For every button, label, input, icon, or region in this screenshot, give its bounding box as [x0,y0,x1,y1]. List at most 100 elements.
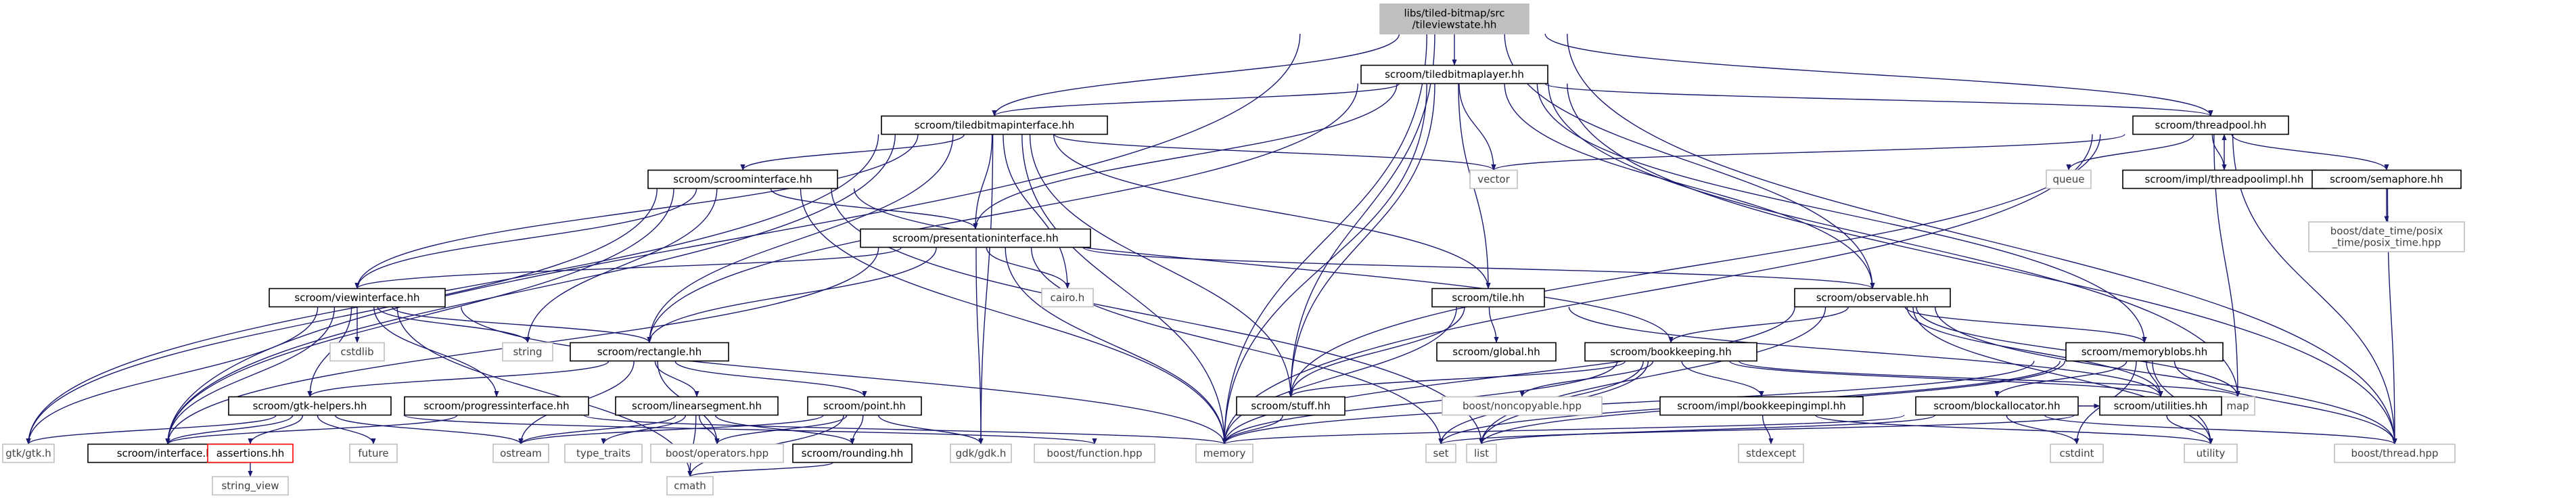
node-cstdint: cstdint [2050,443,2104,463]
edge-line [986,247,1070,289]
node-box [2,443,55,463]
node-box [2308,221,2465,252]
edge-line [1021,134,1227,445]
node-box [1034,443,1155,463]
node-vector: vector [1469,169,1518,189]
node-round[interactable]: scroom/rounding.hh [792,443,913,463]
edge-tbl-to-pi [973,83,1398,229]
node-box [1466,443,1497,463]
node-tbl[interactable]: scroom/tiledbitmaplayer.hh [1360,64,1548,85]
node-label: type_traits [576,447,630,460]
node-rect[interactable]: scroom/rectangle.hh [570,342,729,362]
node-label: scroom/scroominterface.hh [673,173,812,185]
node-box [329,342,385,362]
edge-pi-to-set [1030,247,1444,445]
node-label: scroom/rounding.hh [802,447,903,459]
edge-si-to-vi [354,188,697,289]
node-tbi[interactable]: scroom/tiledbitmapinterface.hh [881,115,1108,135]
edge-tbi-to-iface [165,134,896,445]
edge-tbl-to-tbi [992,83,1400,117]
node-cairo: cairo.h [1041,288,1094,308]
node-tile[interactable]: scroom/tile.hh [1431,288,1545,308]
node-gtkh[interactable]: scroom/gtk-helpers.hh [228,396,392,416]
edge-obs-to-util [1906,306,2163,397]
node-label: scroom/semaphore.hh [2330,173,2443,185]
edge-line [850,415,864,445]
edge-line [1479,306,1826,445]
node-label: scroom/linearsegment.hh [632,400,762,412]
node-vi[interactable]: scroom/viewinterface.hh [269,288,446,308]
edge-line [165,414,458,445]
edge-ba-to-list [1479,414,1936,445]
edge-prog-to-memory [583,414,1227,445]
edge-bk-to-stuff [1288,360,1626,398]
node-root[interactable]: libs/tiled-bitmap/src/tileviewstate.hh [1379,3,1530,35]
node-label: boost/function.hpp [1046,447,1142,459]
edge-tp-to-memory [1222,134,2093,445]
node-point[interactable]: scroom/point.hh [807,396,922,416]
edge-line [647,134,954,343]
edge-line [1544,83,2213,117]
edge-line [1458,83,1496,171]
edge-line [877,415,984,445]
node-label: queue [2053,173,2085,185]
node-box [1584,342,1757,362]
edge-line [518,415,676,445]
edge-mb-to-memory [1222,361,2035,445]
edge-tbl-to-map [1548,83,2240,397]
node-bki[interactable]: scroom/impl/bookkeepingimpl.hh [1659,396,1864,416]
node-map: map [2220,396,2255,416]
node-tp[interactable]: scroom/threadpool.hh [2132,115,2289,135]
node-assert[interactable]: assertions.hh [207,443,294,463]
edge-prog-to-iface [165,414,458,445]
edge-line [354,246,902,290]
edge-point-to-ostream [518,414,824,445]
node-memory: memory [1195,443,1254,463]
edge-line [26,306,319,445]
edge-pi-to-rect [647,247,937,343]
node-label: scroom/presentationinterface.hh [892,232,1059,244]
edge-pi-to-gdk [975,247,984,445]
edge-line [2166,415,2213,445]
node-util[interactable]: scroom/utilities.hh [2099,396,2222,416]
node-box [1794,288,1951,308]
edge-root-to-tbi [992,33,1400,116]
node-ba[interactable]: scroom/blockallocator.hh [1915,396,2079,416]
edge-line [973,134,993,229]
edge-si-to-memory [800,188,1227,445]
edge-root-to-bthread [1567,33,2397,445]
node-lin[interactable]: scroom/linearsegment.hh [615,396,779,416]
edge-tp-to-queue [2066,134,2194,171]
node-tpi[interactable]: scroom/impl/threadpoolimpl.hh [2122,169,2326,189]
node-label: scroom/point.hh [823,400,906,412]
node-label: scroom/interface.hh [117,447,219,459]
edge-tbi-to-vector [1053,133,1496,171]
edge-line [1222,134,2093,445]
node-set: set [1425,443,1456,463]
node-box [2132,115,2289,135]
edge-line [2174,361,2397,445]
node-mb[interactable]: scroom/memoryblobs.hh [2065,342,2224,362]
edge-line [1053,133,1496,171]
edge-obs-to-mb [1904,306,2147,343]
node-label: scroom/rectangle.hh [597,346,702,358]
edge-line [2044,414,2397,445]
edge-tp-to-bthread [2232,134,2397,445]
node-box [564,443,643,463]
node-tt: type_traits [564,443,643,463]
node-stuff[interactable]: scroom/stuff.hh [1236,396,1346,416]
node-obs[interactable]: scroom/observable.hh [1794,288,1951,308]
edge-line [1288,33,1435,397]
node-box [1236,396,1346,416]
node-global[interactable]: scroom/global.hh [1436,342,1557,362]
node-bk[interactable]: scroom/bookkeeping.hh [1584,342,1757,362]
node-utility: utility [2184,443,2238,463]
node-pi[interactable]: scroom/presentationinterface.hh [860,228,1091,248]
edge-line [1082,246,1875,290]
node-label: scroom/stuff.hh [1251,400,1330,412]
node-si[interactable]: scroom/scroominterface.hh [647,169,838,189]
edge-gtkh-to-assert [248,415,304,445]
node-prog[interactable]: scroom/progressinterface.hh [404,396,589,416]
node-sem[interactable]: scroom/semaphore.hh [2312,169,2462,189]
